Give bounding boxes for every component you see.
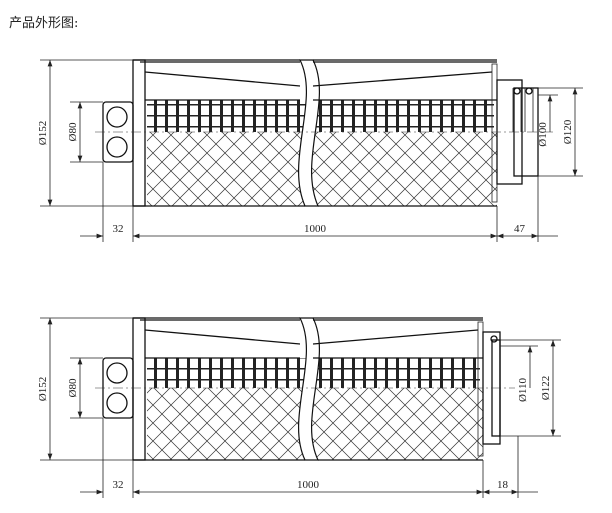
bolt-hole <box>106 106 128 128</box>
dim-body-length: 1000 <box>297 479 320 491</box>
dim-outlet-length: 18 <box>497 479 509 491</box>
body-outline <box>133 317 483 461</box>
grid-area <box>147 100 494 132</box>
dim-outlet-outer-diameter: Ø120 <box>562 119 574 144</box>
top-strip <box>140 319 483 359</box>
dim-outlet-outer-diameter: Ø122 <box>540 376 552 400</box>
top-strip <box>140 61 497 101</box>
inlet-end-cap <box>132 317 146 461</box>
o-ring <box>490 335 498 343</box>
dim-inlet-length: 32 <box>113 223 124 235</box>
bolt-hole <box>106 136 128 158</box>
o-ring <box>513 87 521 95</box>
dim-outlet-inner-diameter: Ø110 <box>517 377 529 402</box>
mesh-area <box>147 388 483 460</box>
bolt-hole <box>106 362 128 384</box>
dim-outer-diameter: Ø152 <box>37 377 49 401</box>
mesh-area <box>147 132 497 206</box>
o-ring <box>525 87 533 95</box>
dim-outlet-inner-diameter: Ø100 <box>537 122 549 147</box>
dim-body-length: 1000 <box>304 223 327 235</box>
extension-lines <box>40 317 561 498</box>
bolt-hole <box>106 392 128 414</box>
dim-outlet-length: 47 <box>514 223 526 235</box>
dim-inlet-diameter: Ø80 <box>67 122 79 141</box>
seal-lines <box>512 88 534 132</box>
filter-bottom-view <box>40 317 561 498</box>
dim-outer-diameter: Ø152 <box>37 121 49 145</box>
inlet-end-cap <box>132 59 146 207</box>
filter-top-view <box>40 59 583 242</box>
dim-inlet-diameter: Ø80 <box>67 378 79 397</box>
drawing-title: 产品外形图: <box>9 16 79 31</box>
dim-inlet-length: 32 <box>113 479 124 491</box>
body-outline <box>133 59 497 207</box>
